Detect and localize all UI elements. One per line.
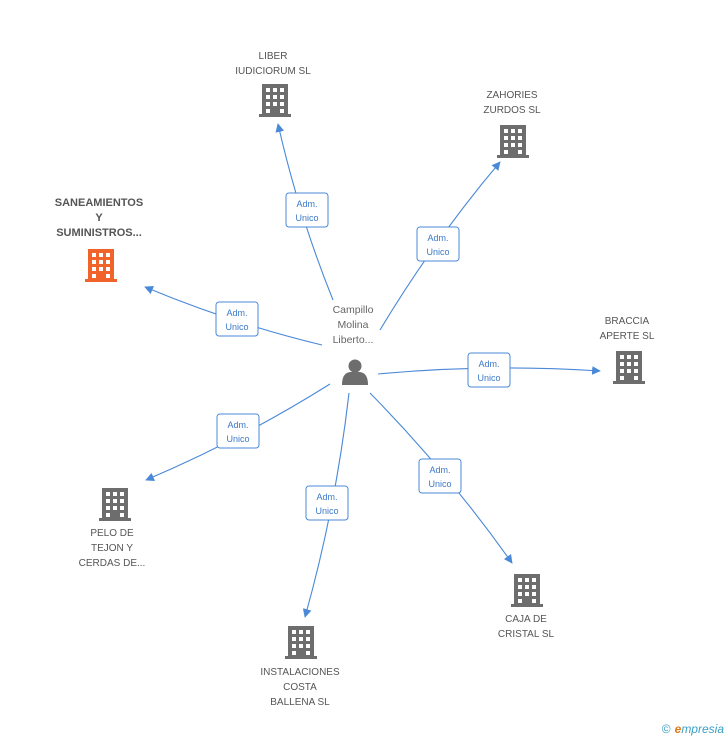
- company-label-line-1: ZAHORIES: [486, 90, 537, 101]
- center-node[interactable]: Campillo Molina Liberto...: [333, 304, 374, 385]
- company-label-line-2: Y: [95, 212, 103, 224]
- company-node-braccia[interactable]: BRACCIA APERTE SL: [600, 316, 655, 384]
- relation-role-line-2: Unico: [477, 373, 500, 383]
- relation-role-line-1: Adm.: [296, 199, 317, 209]
- building-icon: [99, 488, 131, 521]
- relation-box-saneamientos[interactable]: Adm. Unico: [215, 301, 259, 337]
- building-icon: [497, 125, 529, 158]
- relation-role-line-2: Unico: [315, 506, 338, 516]
- company-label-line-1: SANEAMIENTOS: [55, 197, 143, 209]
- relation-role-line-2: Unico: [295, 213, 318, 223]
- nodes-layer: LIBER IUDICIORUM SL ZAHORIES ZURDOS SL SANEA…: [55, 51, 655, 708]
- company-label-line-2: ZURDOS SL: [483, 105, 541, 116]
- company-label-line-1: LIBER: [259, 51, 288, 62]
- building-icon: [613, 351, 645, 384]
- center-label-line-3: Liberto...: [333, 334, 374, 346]
- relation-role-line-1: Adm.: [316, 492, 337, 502]
- person-icon: [342, 359, 368, 385]
- brand-name: mpresia: [681, 722, 724, 736]
- relation-box-pelo[interactable]: Adm. Unico: [216, 413, 260, 449]
- footer-brand: ©empresia: [662, 722, 724, 736]
- relation-box-liber[interactable]: Adm. Unico: [285, 192, 329, 228]
- building-icon: [285, 626, 317, 659]
- building-icon: [85, 249, 117, 282]
- relation-box-frame: [418, 458, 462, 494]
- relation-role-line-2: Unico: [426, 247, 449, 257]
- relation-role-line-2: Unico: [428, 479, 451, 489]
- relation-box-zahories[interactable]: Adm. Unico: [416, 226, 460, 262]
- company-label-line-1: PELO DE: [90, 528, 134, 539]
- company-label-line-1: CAJA DE: [505, 614, 547, 625]
- company-label-line-1: BRACCIA: [605, 316, 650, 327]
- relation-box-braccia[interactable]: Adm. Unico: [467, 352, 511, 388]
- copyright-symbol: ©: [661, 722, 671, 736]
- company-label-line-2: IUDICIORUM SL: [235, 66, 311, 77]
- company-node-instalaciones[interactable]: INSTALACIONES COSTA BALLENA SL: [260, 626, 340, 708]
- relation-box-frame: [215, 301, 259, 337]
- company-label-line-2: CRISTAL SL: [498, 629, 555, 640]
- relation-box-instalaciones[interactable]: Adm. Unico: [305, 485, 349, 521]
- company-label-line-3: SUMINISTROS...: [56, 227, 142, 239]
- relation-box-frame: [285, 192, 329, 228]
- relation-role-line-1: Adm.: [227, 420, 248, 430]
- relation-box-frame: [305, 485, 349, 521]
- center-label-line-2: Molina: [338, 319, 369, 331]
- edges-layer: Adm.UnicoAdm.UnicoAdm.UnicoAdm.UnicoAdm.…: [144, 123, 601, 618]
- brand-initial: e: [674, 722, 682, 736]
- company-label-line-2: APERTE SL: [600, 331, 655, 342]
- company-node-saneamientos[interactable]: SANEAMIENTOS Y SUMINISTROS...: [55, 197, 143, 282]
- company-label-line-3: CERDAS DE...: [79, 558, 146, 569]
- company-label-line-3: BALLENA SL: [270, 697, 330, 708]
- relation-role-line-1: Adm.: [429, 465, 450, 475]
- center-label-line-1: Campillo: [333, 304, 374, 316]
- company-node-liber[interactable]: LIBER IUDICIORUM SL: [235, 51, 311, 117]
- relation-role-line-1: Adm.: [427, 233, 448, 243]
- relation-box-frame: [467, 352, 511, 388]
- relation-box-frame: [216, 413, 260, 449]
- building-icon: [259, 84, 291, 117]
- relation-role-line-1: Adm.: [478, 359, 499, 369]
- relation-box-frame: [416, 226, 460, 262]
- relation-role-line-2: Unico: [226, 434, 249, 444]
- company-label-line-2: COSTA: [283, 682, 317, 693]
- company-label-line-2: TEJON Y: [91, 543, 133, 554]
- company-node-pelo[interactable]: PELO DE TEJON Y CERDAS DE...: [79, 488, 146, 569]
- company-label-line-1: INSTALACIONES: [260, 667, 340, 678]
- relation-box-caja[interactable]: Adm. Unico: [418, 458, 462, 494]
- company-node-zahories[interactable]: ZAHORIES ZURDOS SL: [483, 90, 541, 158]
- building-icon: [511, 574, 543, 607]
- company-node-caja[interactable]: CAJA DE CRISTAL SL: [498, 574, 555, 640]
- relation-role-line-2: Unico: [225, 322, 248, 332]
- relation-role-line-1: Adm.: [226, 308, 247, 318]
